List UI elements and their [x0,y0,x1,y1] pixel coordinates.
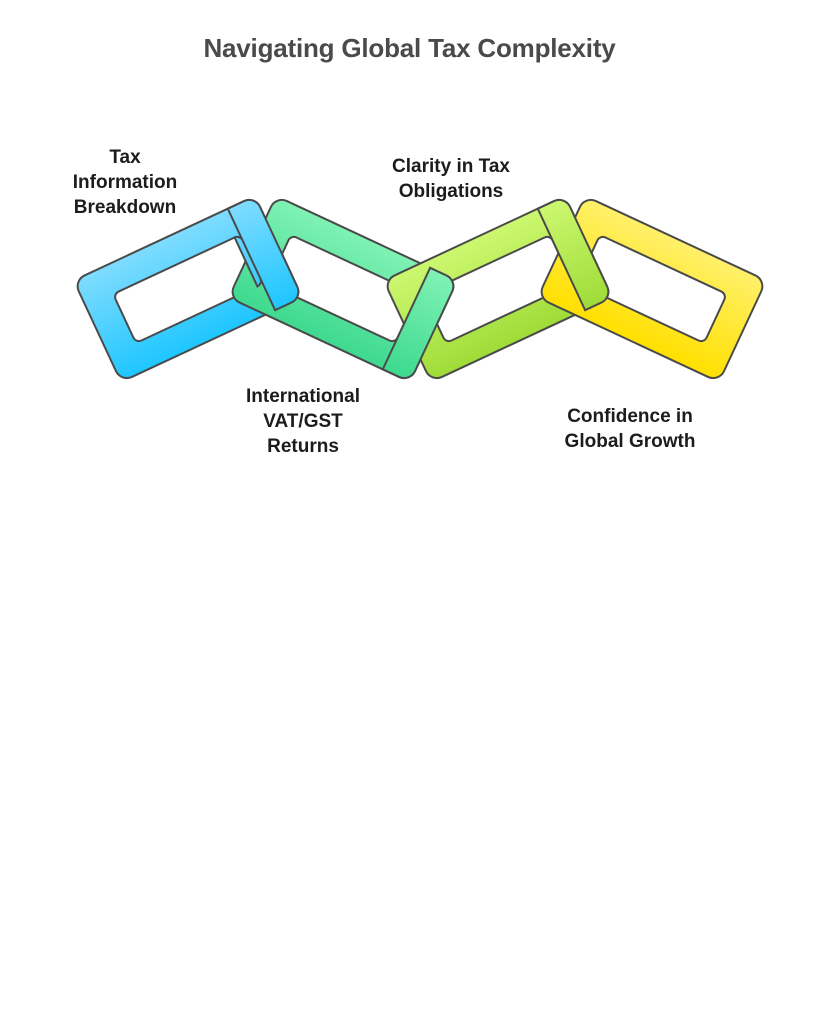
label-tax-information-breakdown: Tax Information Breakdown [72,147,178,218]
chain-link-2-overlap [381,266,455,380]
chain-link-1-overlap [226,198,300,312]
label-clarity-in-tax-obligations: Clarity in Tax Obligations [392,156,510,202]
label-international-vat-gst-returns: International VAT/GST Returns [245,386,360,457]
chain-link-3-overlap [536,198,610,312]
label-confidence-in-global-growth: Confidence in Global Growth [564,406,696,452]
diagram-title: Navigating Global Tax Complexity [203,33,616,63]
